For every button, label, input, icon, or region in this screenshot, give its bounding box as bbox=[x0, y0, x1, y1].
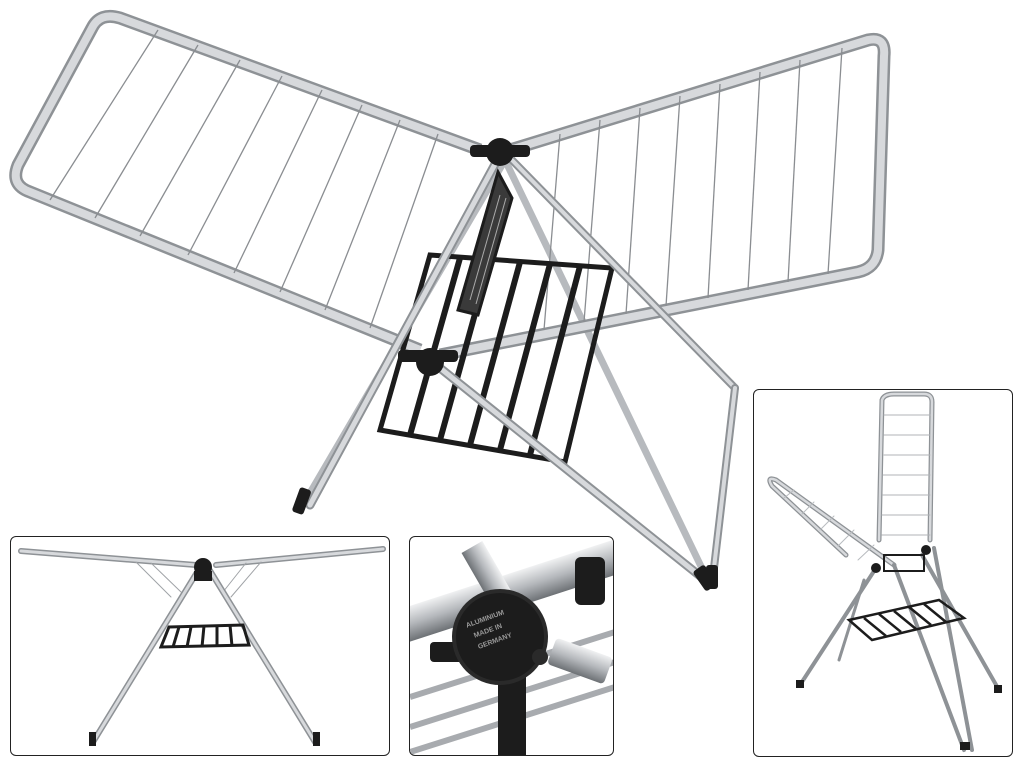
rubber-feet bbox=[292, 487, 718, 591]
front-view-rack-photo bbox=[18, 546, 386, 746]
left-wing-wires bbox=[49, 29, 439, 329]
hinge-hubs bbox=[398, 138, 530, 376]
main-drying-rack-photo bbox=[9, 9, 891, 591]
front-legs bbox=[305, 150, 739, 589]
side-view-panel bbox=[753, 389, 1013, 757]
hinge-closeup-panel: ALUMINIUM MADE IN GERMANY bbox=[409, 536, 614, 756]
front-view-shelf bbox=[158, 623, 252, 649]
side-view-basket bbox=[883, 554, 925, 572]
right-drying-wing bbox=[438, 32, 891, 362]
side-view-shelf bbox=[846, 598, 967, 642]
hinge-closeup-photo: ALUMINIUM MADE IN GERMANY bbox=[410, 537, 613, 755]
front-view-panel bbox=[10, 536, 390, 756]
right-wing-wires bbox=[543, 47, 843, 331]
left-drying-wing bbox=[9, 9, 483, 357]
side-view-rack-photo bbox=[767, 391, 1002, 752]
hanging-clothespin-basket bbox=[456, 168, 514, 317]
